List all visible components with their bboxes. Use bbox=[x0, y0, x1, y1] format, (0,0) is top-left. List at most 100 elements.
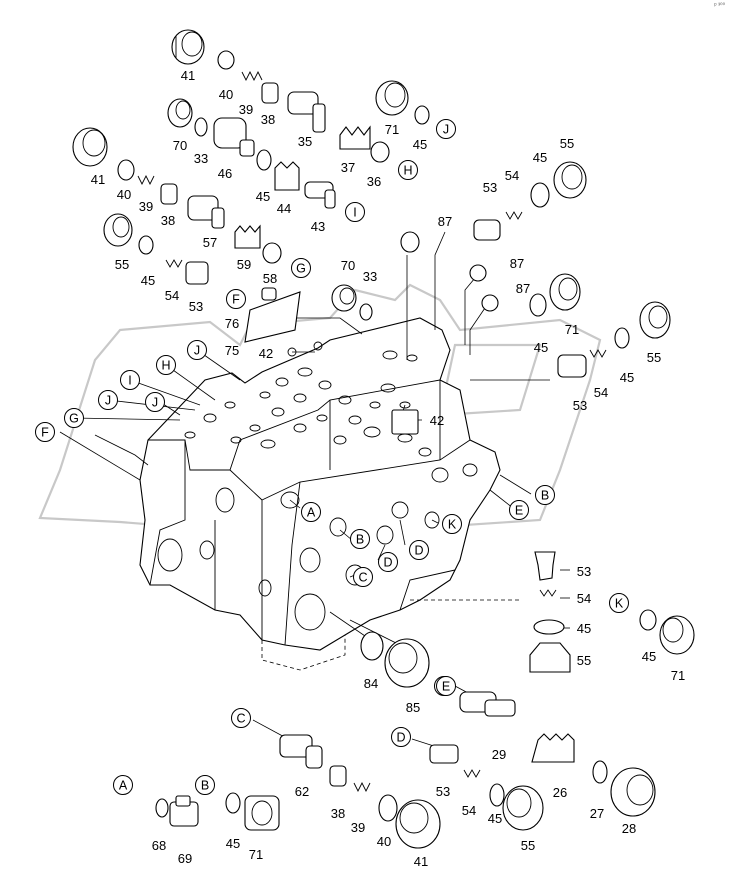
port-marker-circle bbox=[187, 340, 207, 360]
part-number-label: 68 bbox=[152, 838, 166, 853]
parts bbox=[72, 29, 695, 849]
port-marker-circle bbox=[195, 775, 215, 795]
oring-45-top-right bbox=[530, 182, 550, 208]
plug-55-left bbox=[103, 213, 133, 247]
plug-70-top bbox=[167, 98, 193, 128]
poppet-53-bottom bbox=[534, 551, 556, 581]
port-marker: A bbox=[301, 502, 321, 522]
part-number-label: 70 bbox=[173, 138, 187, 153]
port-marker-letter: J bbox=[152, 396, 158, 410]
oring-45-far-right bbox=[614, 327, 630, 349]
sleeve-38-bottom bbox=[329, 765, 347, 787]
part-number-label: 53 bbox=[577, 564, 591, 579]
port-marker-circle bbox=[509, 500, 529, 520]
plug-87-c bbox=[481, 294, 499, 312]
part-number-label: 54 bbox=[462, 803, 476, 818]
port-marker: B bbox=[535, 485, 555, 505]
part-number-label: 45 bbox=[533, 150, 547, 165]
port-marker-letter: A bbox=[307, 506, 316, 520]
part-number-label: 45 bbox=[577, 621, 591, 636]
oring-45-left bbox=[138, 235, 154, 255]
oring-45-b bbox=[225, 792, 241, 814]
plug-55-bottom bbox=[529, 642, 571, 673]
part-number-label: 27 bbox=[590, 806, 604, 821]
oring-84 bbox=[360, 631, 384, 661]
part-number-label: 71 bbox=[671, 668, 685, 683]
part-number-label: 38 bbox=[161, 213, 175, 228]
part-number-label: 70 bbox=[341, 258, 355, 273]
oring-45-top bbox=[414, 105, 430, 125]
port-marker: J bbox=[145, 392, 165, 412]
plug-71-b bbox=[244, 795, 280, 831]
part-number-label: 59 bbox=[237, 257, 251, 272]
part-number-label: 40 bbox=[219, 87, 233, 102]
part-number-label: 45 bbox=[256, 189, 270, 204]
valve-body bbox=[139, 317, 520, 671]
spool-57 bbox=[187, 195, 225, 229]
port-marker-letter: K bbox=[615, 597, 624, 611]
part-number-label: 35 bbox=[298, 134, 312, 149]
part-number-label: 53 bbox=[189, 299, 203, 314]
plug-41-top bbox=[171, 29, 205, 65]
part-number-label: 40 bbox=[377, 834, 391, 849]
part-number-label: 45 bbox=[488, 811, 502, 826]
poppet-53-left bbox=[185, 261, 209, 285]
spool-35 bbox=[287, 91, 326, 133]
part-number-label: 44 bbox=[277, 201, 291, 216]
spring-44 bbox=[274, 161, 300, 191]
port-marker: D bbox=[378, 552, 398, 572]
port-marker-circle bbox=[391, 727, 411, 747]
plug-55-mid bbox=[502, 785, 544, 831]
port-marker-circle bbox=[301, 502, 321, 522]
port-marker-circle bbox=[609, 593, 629, 613]
plug-55-right bbox=[639, 301, 671, 339]
poppet-53-right bbox=[557, 354, 587, 378]
port-marker-circle bbox=[436, 119, 456, 139]
part-number-label: 53 bbox=[436, 784, 450, 799]
port-marker-circle bbox=[156, 355, 176, 375]
part-number-label: 46 bbox=[218, 166, 232, 181]
seal-76 bbox=[261, 287, 277, 301]
port-marker: C bbox=[353, 567, 373, 587]
port-marker-letter: D bbox=[396, 731, 405, 745]
port-marker: E bbox=[509, 500, 529, 520]
part-number-label: 76 bbox=[225, 316, 239, 331]
port-marker-circle bbox=[145, 392, 165, 412]
part-number-label: 42 bbox=[430, 413, 444, 428]
plug-55-top-right bbox=[553, 161, 587, 199]
port-marker: F bbox=[226, 289, 246, 309]
port-marker: G bbox=[291, 258, 311, 278]
plate-75 bbox=[244, 291, 301, 343]
spring-54-mid bbox=[463, 769, 481, 778]
port-marker: A bbox=[113, 775, 133, 795]
marker-layer: JHIGFJHIJJGFABCDEKBEDKECDAB bbox=[35, 119, 629, 795]
port-marker-circle bbox=[350, 529, 370, 549]
oring-40-bottom bbox=[378, 794, 398, 822]
spring-26 bbox=[531, 733, 575, 763]
port-marker: G bbox=[64, 408, 84, 428]
spring-59 bbox=[234, 224, 261, 249]
part-number-label: 38 bbox=[331, 806, 345, 821]
seal-42-left bbox=[287, 347, 297, 357]
port-marker: C bbox=[231, 708, 251, 728]
part-number-label: 45 bbox=[642, 649, 656, 664]
port-marker-letter: I bbox=[353, 206, 356, 220]
part-number-label: 71 bbox=[385, 122, 399, 137]
part-number-label: 33 bbox=[194, 151, 208, 166]
part-number-label: 55 bbox=[115, 257, 129, 272]
port-marker-circle bbox=[291, 258, 311, 278]
plug-28 bbox=[610, 767, 656, 817]
oring-45-k bbox=[639, 609, 657, 631]
port-marker: K bbox=[442, 514, 462, 534]
spring-54-top bbox=[505, 211, 523, 220]
part-number-label: 84 bbox=[364, 676, 378, 691]
plug-41-bottom bbox=[395, 799, 441, 849]
port-marker: B bbox=[350, 529, 370, 549]
port-marker-letter: B bbox=[541, 489, 549, 503]
poppet-43 bbox=[304, 181, 336, 209]
sleeve-38-top bbox=[261, 82, 279, 104]
port-marker: D bbox=[409, 540, 429, 560]
spool-62 bbox=[279, 734, 323, 769]
port-marker-letter: H bbox=[161, 359, 170, 373]
port-marker-circle bbox=[436, 676, 456, 696]
